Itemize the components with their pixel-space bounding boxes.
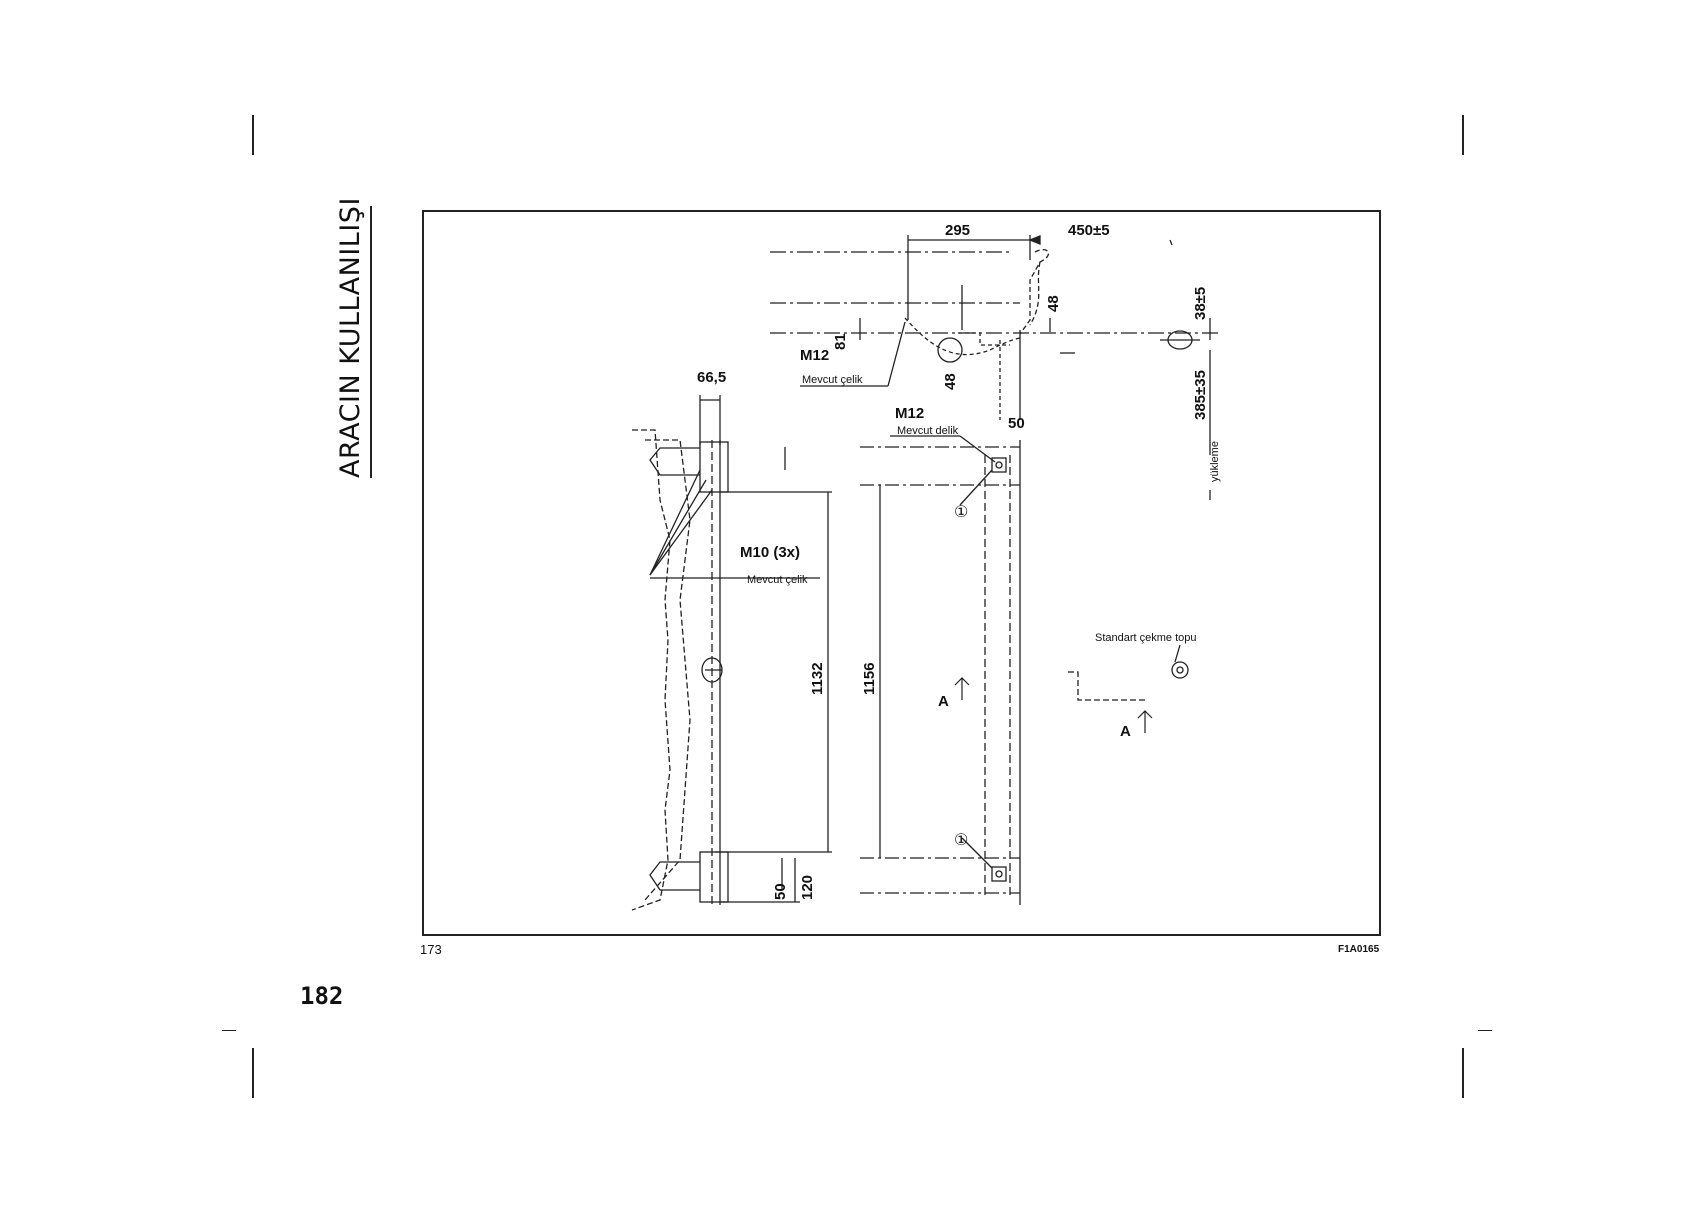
- label-m10: M10 (3x): [740, 544, 800, 561]
- page-number: 182: [300, 982, 344, 1010]
- crop-tick-left: [222, 1030, 236, 1031]
- dim-295: 295: [945, 222, 970, 239]
- label-m12-top: M12: [800, 347, 829, 364]
- section-arrow-icon: [954, 677, 970, 700]
- dim-1156: 1156: [861, 662, 878, 695]
- dim-1132: 1132: [809, 662, 826, 695]
- crop-mark-bottom-right: [1462, 1048, 1464, 1098]
- dim-50-top: 50: [1008, 415, 1025, 432]
- crop-mark-top-left: [252, 115, 254, 155]
- label-m12-mid: M12: [895, 405, 924, 422]
- dim-38: 38±5: [1192, 287, 1209, 320]
- dim-81: 81: [832, 333, 849, 350]
- dim-48-left: 48: [942, 373, 959, 390]
- label-mevcut-celik-mid: Mevcut çelik: [747, 574, 808, 586]
- crop-tick-right: [1478, 1030, 1492, 1031]
- crop-mark-bottom-left: [252, 1048, 254, 1098]
- crop-mark-top-right: [1462, 115, 1464, 155]
- section-a-left: A: [938, 693, 949, 710]
- dim-48-right: 48: [1045, 295, 1062, 312]
- section-a-right: A: [1120, 723, 1131, 740]
- figure-frame: [422, 210, 1381, 936]
- section-arrow-icon: [1137, 710, 1153, 733]
- dim-120: 120: [799, 875, 816, 900]
- callout-1-bottom: ①: [954, 832, 968, 849]
- figure-code: F1A0165: [1338, 944, 1380, 955]
- label-standart-cekme-topu: Standart çekme topu: [1095, 632, 1197, 644]
- dim-385: 385±35: [1192, 370, 1209, 420]
- label-mevcut-celik-top: Mevcut çelik: [802, 374, 863, 386]
- figure-number: 173: [420, 942, 442, 957]
- dim-450: 450±5: [1068, 222, 1110, 239]
- label-yukleme: yükleme: [1209, 441, 1221, 482]
- dim-50-bottom: 50: [772, 883, 789, 900]
- label-mevcut-delik: Mevcut delik: [897, 425, 959, 437]
- callout-1-top: ①: [954, 504, 968, 521]
- dim-66-5: 66,5: [697, 369, 726, 386]
